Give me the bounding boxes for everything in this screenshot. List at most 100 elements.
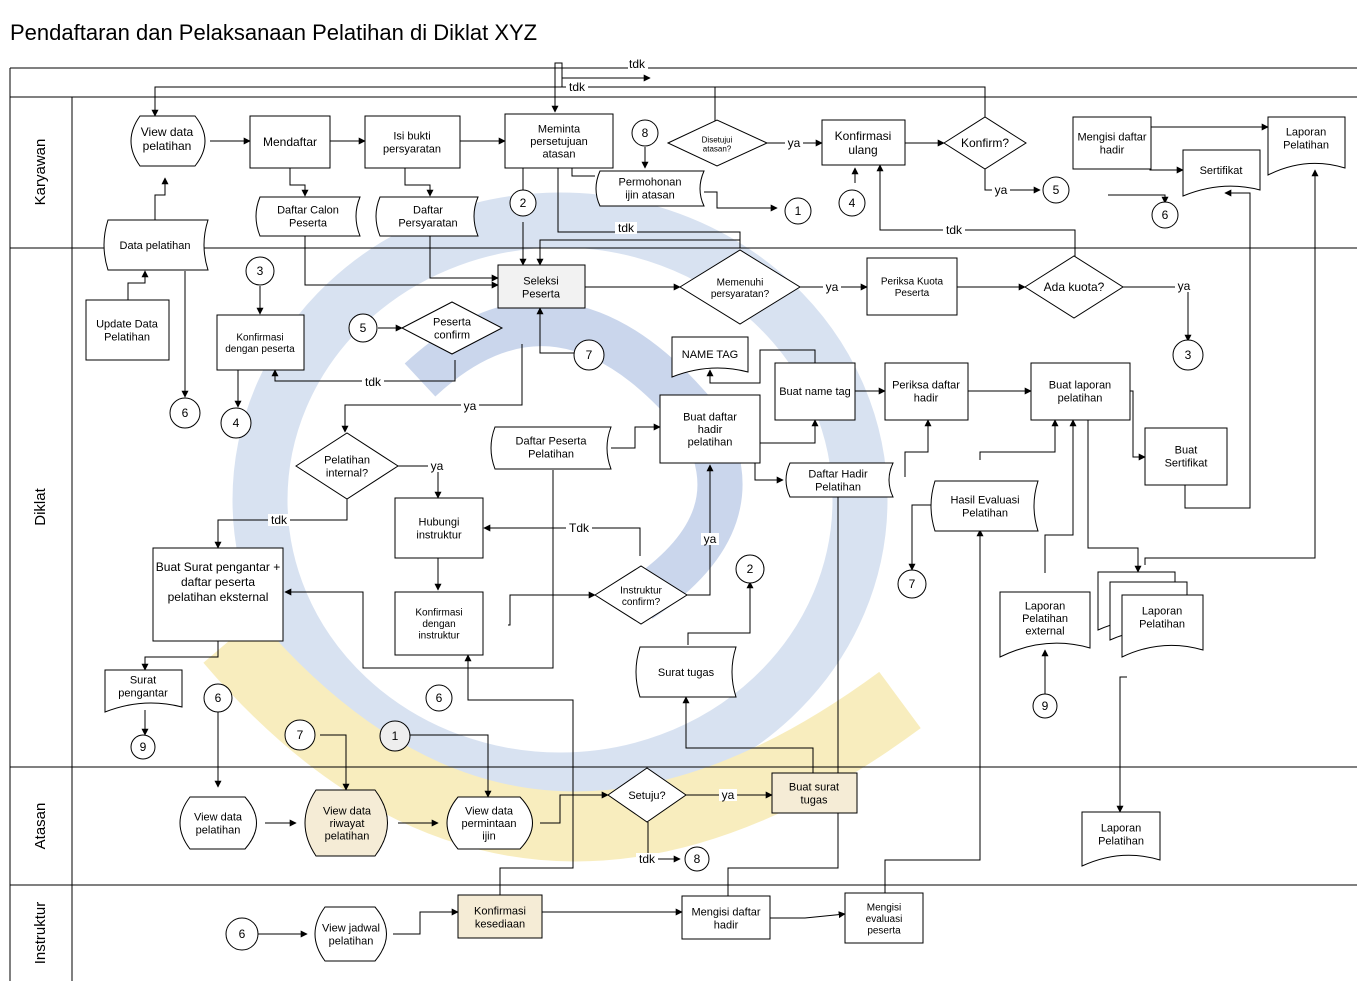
connector-6[interactable]: 6	[169, 397, 201, 429]
connector-7[interactable]: 7	[573, 339, 605, 371]
connector-5[interactable]: 5	[348, 313, 378, 343]
connector-4[interactable]: 4	[838, 189, 866, 217]
connector-3[interactable]: 3	[1172, 339, 1204, 371]
label-tdk: tdk	[639, 852, 656, 866]
process-buat-surat-pengantar[interactable]: Buat Surat pengantar + daftar peserta pe…	[152, 547, 284, 642]
connector-6[interactable]: 6	[425, 684, 453, 712]
connector-6[interactable]: 6	[225, 917, 259, 951]
connector-7[interactable]: 7	[897, 569, 927, 599]
svg-text:6: 6	[239, 927, 246, 941]
process-buat-name-tag[interactable]: Buat name tag	[774, 362, 856, 421]
data-data-pelatihan[interactable]: Data pelatihan	[103, 219, 209, 271]
process-mendaftar[interactable]: Mendaftar	[249, 115, 331, 169]
node-label: Mendaftar	[263, 135, 317, 149]
connector-2[interactable]: 2	[509, 189, 537, 217]
connector-5[interactable]: 5	[1042, 176, 1070, 204]
connector-1[interactable]: 1	[784, 197, 812, 225]
svg-text:5: 5	[360, 321, 367, 335]
decision-setuju[interactable]: Setuju?	[607, 767, 687, 823]
connector-1[interactable]: 1	[379, 720, 411, 752]
lane-labels: Karyawan Diklat Atasan Instruktur	[32, 139, 49, 965]
node-label: NAME TAG	[682, 349, 738, 361]
svg-text:7: 7	[909, 577, 916, 591]
node-label: Konfirm?	[961, 136, 1009, 150]
connector-8[interactable]: 8	[631, 119, 659, 147]
svg-text:6: 6	[436, 691, 443, 705]
decision-ada-kuota[interactable]: Ada kuota?	[1024, 255, 1124, 319]
decision-konfirm[interactable]: Konfirm?	[943, 116, 1027, 170]
data-surat-tugas[interactable]: Surat tugas	[635, 646, 737, 698]
connector-8[interactable]: 8	[684, 846, 710, 872]
connector-4[interactable]: 4	[220, 407, 252, 439]
connector-3[interactable]: 3	[245, 256, 275, 286]
svg-text:1: 1	[392, 729, 399, 743]
connector-2[interactable]: 2	[735, 554, 765, 584]
connector-9[interactable]: 9	[1032, 693, 1058, 719]
connector-9[interactable]: 9	[130, 734, 156, 760]
document-name-tag[interactable]: NAME TAG	[671, 336, 749, 378]
document-sertifikat[interactable]: Sertifikat	[1182, 149, 1261, 197]
label-ya: ya	[431, 459, 444, 473]
svg-text:2: 2	[520, 196, 527, 210]
connector-6[interactable]: 6	[203, 683, 233, 713]
svg-text:9: 9	[140, 740, 147, 754]
connector-6[interactable]: 6	[1151, 201, 1179, 229]
svg-text:6: 6	[215, 691, 222, 705]
connector-7[interactable]: 7	[284, 719, 316, 751]
label-tdk: tdk	[946, 223, 963, 237]
svg-text:7: 7	[297, 728, 304, 742]
